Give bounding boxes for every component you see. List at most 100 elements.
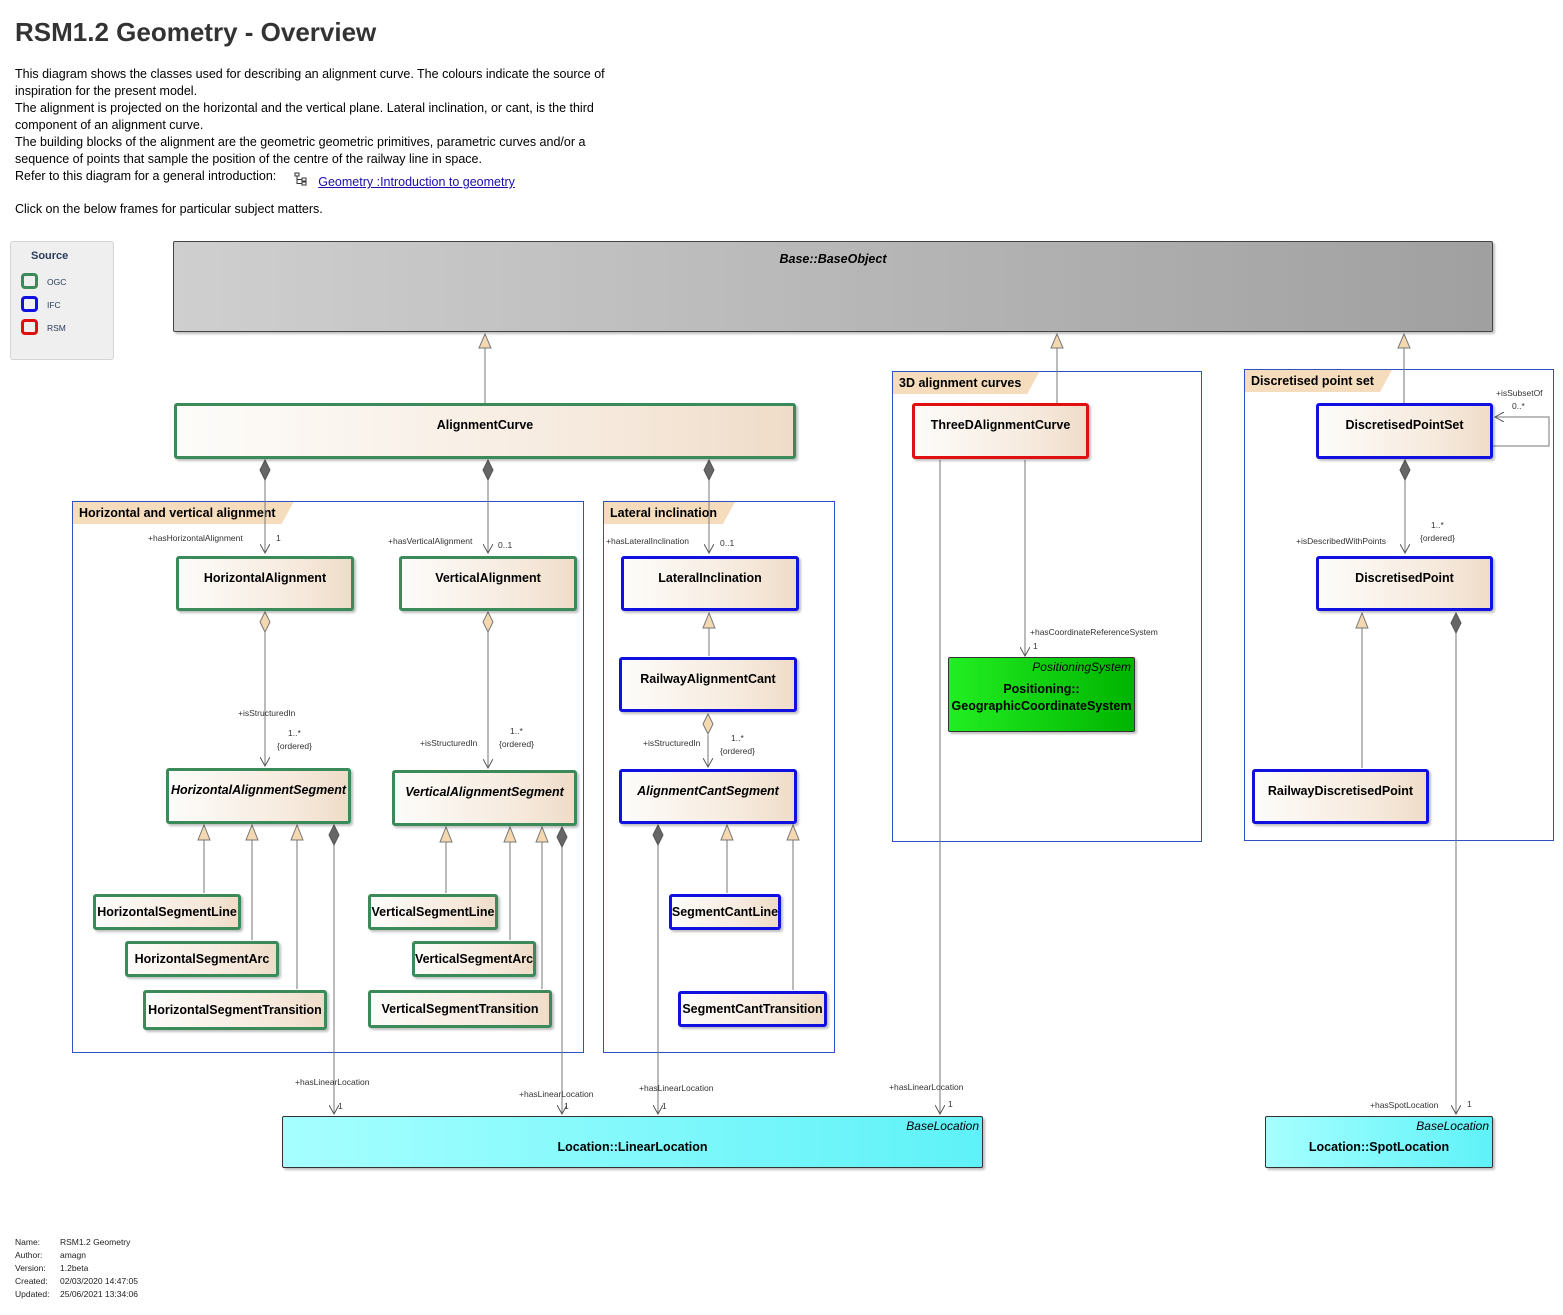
class-railway-alignment-cant[interactable]: RailwayAlignmentCant (619, 657, 797, 712)
description-line: The alignment is projected on the horizo… (15, 101, 594, 115)
multiplicity-label: 1 (1467, 1099, 1472, 1109)
multiplicity-label: 0..* (1512, 401, 1525, 411)
role-label: +hasVerticalAlignment (388, 536, 473, 546)
description-line: inspiration for the present model. (15, 84, 198, 98)
class-geographic-coordinate-system[interactable]: PositioningSystem Positioning:: Geograph… (948, 657, 1135, 732)
class-linear-location[interactable]: BaseLocation Location::LinearLocation (282, 1116, 983, 1168)
frame-label: Lateral inclination (604, 502, 735, 524)
class-base-object[interactable]: Base::BaseObject (173, 241, 1493, 332)
class-name: AlignmentCantSegment (637, 784, 779, 798)
multiplicity-label: 0..1 (720, 538, 735, 548)
class-discretised-point[interactable]: DiscretisedPoint (1316, 556, 1493, 611)
multiplicity-label: 1 (1033, 641, 1038, 651)
role-label: +hasLinearLocation (889, 1082, 964, 1092)
page-title: RSM1.2 Geometry - Overview (15, 17, 377, 47)
reference-line: Refer to this diagram for a general intr… (15, 168, 655, 189)
meta-key: Created: (15, 1276, 48, 1286)
class-name: HorizontalSegmentTransition (148, 1003, 322, 1017)
class-name: RailwayAlignmentCant (640, 672, 776, 686)
multiplicity-label: 1 (338, 1101, 343, 1111)
multiplicity-label: 0..1 (498, 540, 513, 550)
introduction-diagram-link[interactable]: Geometry :Introduction to geometry (318, 175, 515, 189)
class-name: VerticalSegmentLine (371, 905, 495, 919)
class-name: AlignmentCurve (436, 418, 534, 432)
click-hint: Click on the below frames for particular… (15, 202, 323, 216)
class-horizontal-segment-line[interactable]: HorizontalSegmentLine (93, 894, 241, 930)
frame-horizontal-vertical-alignment[interactable]: Horizontal and vertical alignment (72, 501, 584, 1053)
class-railway-discretised-point[interactable]: RailwayDiscretisedPoint (1252, 769, 1429, 824)
role-label: +isStructuredIn (420, 738, 478, 748)
description-line: sequence of points that sample the posit… (15, 152, 482, 166)
role-label: +isStructuredIn (643, 738, 701, 748)
class-name: RailwayDiscretisedPoint (1267, 784, 1414, 798)
role-label: +isSubsetOf (1496, 388, 1543, 398)
stereotype: PositioningSystem (1032, 660, 1131, 674)
constraint-label: {ordered} (720, 746, 755, 756)
multiplicity-label: 1 (276, 533, 281, 543)
class-name: HorizontalSegmentLine (97, 905, 237, 919)
role-label: +hasCoordinateReferenceSystem (1030, 627, 1158, 637)
class-alignment-cant-segment[interactable]: AlignmentCantSegment (619, 769, 797, 824)
class-horizontal-segment-arc[interactable]: HorizontalSegmentArc (125, 941, 279, 977)
frame-lateral-inclination[interactable]: Lateral inclination (603, 501, 835, 1053)
meta-value: 25/06/2021 13:34:06 (60, 1289, 138, 1299)
class-discretised-point-set[interactable]: DiscretisedPointSet (1316, 403, 1493, 459)
role-label: +hasLateralInclination (606, 536, 689, 546)
legend-rsm-label: RSM (47, 323, 66, 333)
legend-ogc-label: OGC (47, 277, 67, 287)
class-name: DiscretisedPointSet (1345, 418, 1464, 432)
class-vertical-segment-transition[interactable]: VerticalSegmentTransition (368, 990, 552, 1028)
class-segment-cant-line[interactable]: SegmentCantLine (669, 894, 781, 930)
class-horizontal-alignment[interactable]: HorizontalAlignment (176, 556, 354, 611)
meta-value: 02/03/2020 14:47:05 (60, 1276, 138, 1286)
class-horizontal-segment-transition[interactable]: HorizontalSegmentTransition (143, 990, 327, 1030)
class-spot-location[interactable]: BaseLocation Location::SpotLocation (1265, 1116, 1493, 1168)
class-lateral-inclination[interactable]: LateralInclination (621, 556, 799, 611)
class-vertical-alignment[interactable]: VerticalAlignment (399, 556, 577, 611)
legend-rsm-swatch (21, 319, 38, 335)
multiplicity-label: 1..* (510, 726, 523, 736)
role-label: +hasLinearLocation (519, 1089, 594, 1099)
legend: Source OGC IFC RSM (10, 241, 114, 360)
class-name: HorizontalSegmentArc (134, 952, 270, 966)
role-label: +hasLinearLocation (639, 1083, 714, 1093)
class-name: VerticalAlignment (435, 571, 541, 585)
frame-label: Discretised point set (1245, 370, 1392, 392)
legend-ifc-swatch (21, 296, 38, 312)
meta-key: Updated: (15, 1289, 50, 1299)
class-vertical-segment-arc[interactable]: VerticalSegmentArc (412, 941, 536, 977)
class-vertical-alignment-segment[interactable]: VerticalAlignmentSegment (392, 770, 577, 826)
stereotype: BaseLocation (906, 1119, 979, 1133)
class-name: HorizontalAlignment (203, 571, 327, 585)
class-name: VerticalSegmentArc (414, 952, 534, 966)
class-horizontal-alignment-segment[interactable]: HorizontalAlignmentSegment (166, 768, 351, 824)
class-name: Location::LinearLocation (557, 1140, 708, 1154)
class-name: SegmentCantLine (671, 905, 779, 919)
class-three-d-alignment-curve[interactable]: ThreeDAlignmentCurve (912, 403, 1089, 459)
frame-label: 3D alignment curves (893, 372, 1039, 394)
constraint-label: {ordered} (499, 739, 534, 749)
class-name: VerticalAlignmentSegment (405, 785, 564, 799)
class-name: HorizontalAlignmentSegment (170, 783, 346, 797)
class-vertical-segment-line[interactable]: VerticalSegmentLine (368, 894, 498, 930)
reference-text: Refer to this diagram for a general intr… (15, 169, 277, 183)
description-line: The building blocks of the alignment are… (15, 135, 586, 149)
class-name: LateralInclination (658, 571, 762, 585)
multiplicity-label: 1 (948, 1099, 953, 1109)
role-label: +hasSpotLocation (1370, 1100, 1439, 1110)
diagram-link-icon (294, 172, 308, 186)
class-alignment-curve[interactable]: AlignmentCurve (174, 403, 796, 459)
frame-3d-alignment-curves[interactable]: 3D alignment curves (892, 371, 1202, 842)
legend-ifc-label: IFC (47, 300, 61, 310)
description: This diagram shows the classes used for … (15, 66, 655, 189)
role-label: +isStructuredIn (238, 708, 296, 718)
multiplicity-label: 1..* (1431, 520, 1444, 530)
frame-discretised-point-set[interactable]: Discretised point set (1244, 369, 1554, 841)
class-name: Location::SpotLocation (1308, 1140, 1450, 1154)
legend-title: Source (31, 250, 69, 262)
class-segment-cant-transition[interactable]: SegmentCantTransition (678, 991, 827, 1027)
class-name: Positioning:: (1003, 682, 1080, 696)
role-label: +hasHorizontalAlignment (148, 533, 243, 543)
frame-label: Horizontal and vertical alignment (73, 502, 294, 524)
